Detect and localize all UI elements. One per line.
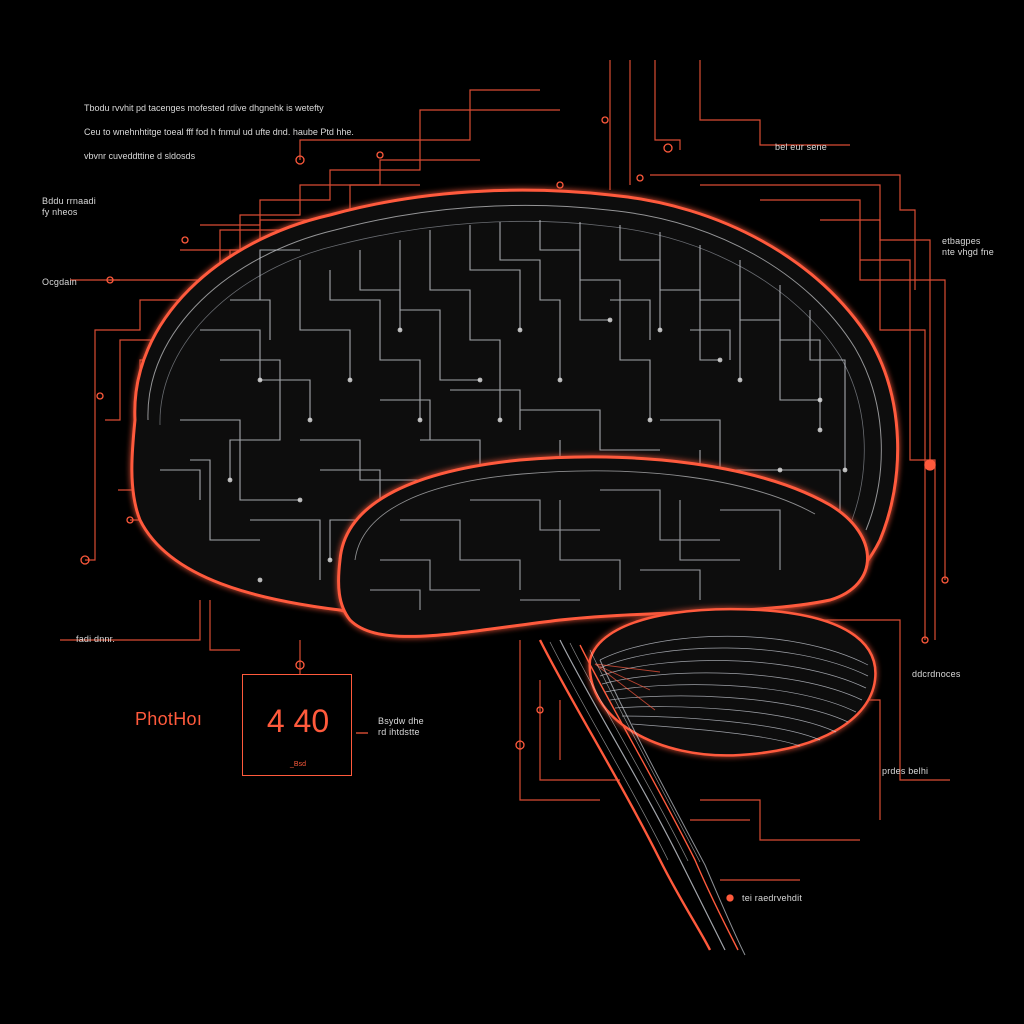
readout-value: 4 40	[266, 703, 330, 739]
label-right-lower: prdes belhi	[882, 766, 929, 776]
readout-panel: 4 40 _Bsd	[242, 674, 352, 776]
label-bottom-right: tei raedrvehdit	[742, 893, 803, 903]
label-left-mid: Ocgdain	[42, 277, 77, 287]
label-right-upper: etbagpes nte vhgd fne	[942, 236, 994, 257]
label-left-lower: fadi dnnr.	[76, 634, 116, 644]
brainstem-icon	[538, 639, 746, 956]
label-left-upper: Bddu rrnaadi fy nheos	[42, 196, 96, 217]
circuit-nodes	[80, 116, 949, 902]
header-note-line: Tbodu rvvhit pd tacenges mofested rdive …	[84, 103, 324, 113]
readout-sub: _Bsd	[290, 761, 306, 768]
photon-label: PhotHoı	[135, 709, 203, 729]
header-note-line: Ceu to wnehnhtitge toeal fff fod h fnmul…	[84, 127, 354, 137]
label-right-mid: ddcrdnoces	[912, 669, 961, 679]
header-note: Tbodu rvvhit pd tacenges mofested rdive …	[84, 90, 464, 174]
cerebellum-icon	[588, 607, 877, 757]
temporal-lobe-icon	[337, 455, 869, 638]
label-top-right: bel eur sene	[775, 142, 827, 152]
temporal-circuit-traces	[370, 489, 781, 610]
header-note-line: vbvnr cuveddttine d sldosds	[84, 151, 196, 161]
label-readout-side: Bsydw dhe rd ihtdstte	[378, 716, 424, 737]
